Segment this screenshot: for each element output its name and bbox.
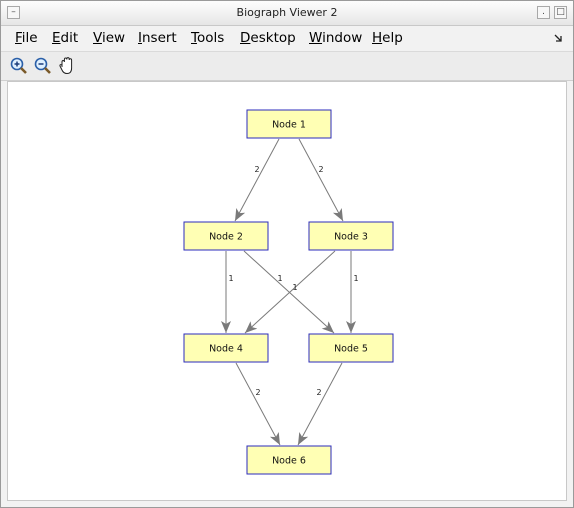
edge-weight-label: 1 <box>353 274 358 283</box>
node-box[interactable] <box>308 221 394 251</box>
menu-view[interactable]: View <box>93 30 126 46</box>
edge-weight-label: 2 <box>316 388 321 397</box>
edge-weight-label: 1 <box>292 283 297 292</box>
menu-file[interactable]: File <box>15 30 38 46</box>
graph-node-n3[interactable]: Node 3 <box>308 221 394 251</box>
toolbar <box>1 51 573 81</box>
pan-hand-icon[interactable] <box>57 56 77 76</box>
menu-bar: File Edit View Insert Tools Desktop Wind… <box>1 26 573 50</box>
graph-canvas[interactable]: 2 2 1 1 1 1 2 2 Node 1 Node 2 Node 3 Node 4 Node 5 N… <box>7 81 567 501</box>
node-box[interactable] <box>246 109 332 139</box>
edge-n5-n6[interactable] <box>297 362 343 446</box>
edge-n4-n6[interactable] <box>235 362 281 446</box>
graph-node-n1[interactable]: Node 1 <box>246 109 332 139</box>
window-menu-icon[interactable]: – <box>7 6 20 19</box>
graph-node-n5[interactable]: Node 5 <box>308 333 394 363</box>
edge-weight-label: 2 <box>318 165 323 174</box>
minimize-button[interactable]: . <box>537 6 550 19</box>
dock-arrow-icon[interactable] <box>553 33 563 43</box>
graph-node-n6[interactable]: Node 6 <box>246 445 332 475</box>
menu-edit[interactable]: Edit <box>52 30 79 46</box>
menu-window[interactable]: Window <box>309 30 363 46</box>
node-box[interactable] <box>183 333 269 363</box>
maximize-button[interactable]: □ <box>554 6 567 19</box>
node-label: Node 6 <box>272 456 306 467</box>
node-label: Node 1 <box>272 120 306 131</box>
zoom-in-icon[interactable] <box>9 56 29 76</box>
node-label: Node 4 <box>209 344 243 355</box>
menu-insert[interactable]: Insert <box>138 30 177 46</box>
node-label: Node 5 <box>334 344 368 355</box>
node-box[interactable] <box>183 221 269 251</box>
edge-n1-n2[interactable] <box>234 138 280 222</box>
menu-desktop[interactable]: Desktop <box>240 30 296 46</box>
edge-weight-label: 2 <box>254 165 259 174</box>
edge-n1-n3[interactable] <box>298 138 344 222</box>
window-title: Biograph Viewer 2 <box>236 6 338 19</box>
edge-n3-n4[interactable] <box>244 250 336 334</box>
zoom-out-icon[interactable] <box>33 56 53 76</box>
node-box[interactable] <box>246 445 332 475</box>
status-bar <box>1 502 573 507</box>
biograph-graph[interactable]: 2 2 1 1 1 1 2 2 Node 1 Node 2 Node 3 Node 4 Node 5 N… <box>8 82 566 500</box>
edge-n2-n5[interactable] <box>243 250 335 334</box>
title-bar[interactable]: – Biograph Viewer 2 . □ <box>1 1 573 26</box>
edge-weight-label: 1 <box>277 274 282 283</box>
menu-tools[interactable]: Tools <box>191 30 225 46</box>
node-box[interactable] <box>308 333 394 363</box>
graph-node-n4[interactable]: Node 4 <box>183 333 269 363</box>
edge-weight-label: 2 <box>255 388 260 397</box>
node-label: Node 2 <box>209 232 243 243</box>
node-label: Node 3 <box>334 232 368 243</box>
menu-help[interactable]: Help <box>372 30 403 46</box>
edge-weight-label: 1 <box>228 274 233 283</box>
graph-node-n2[interactable]: Node 2 <box>183 221 269 251</box>
